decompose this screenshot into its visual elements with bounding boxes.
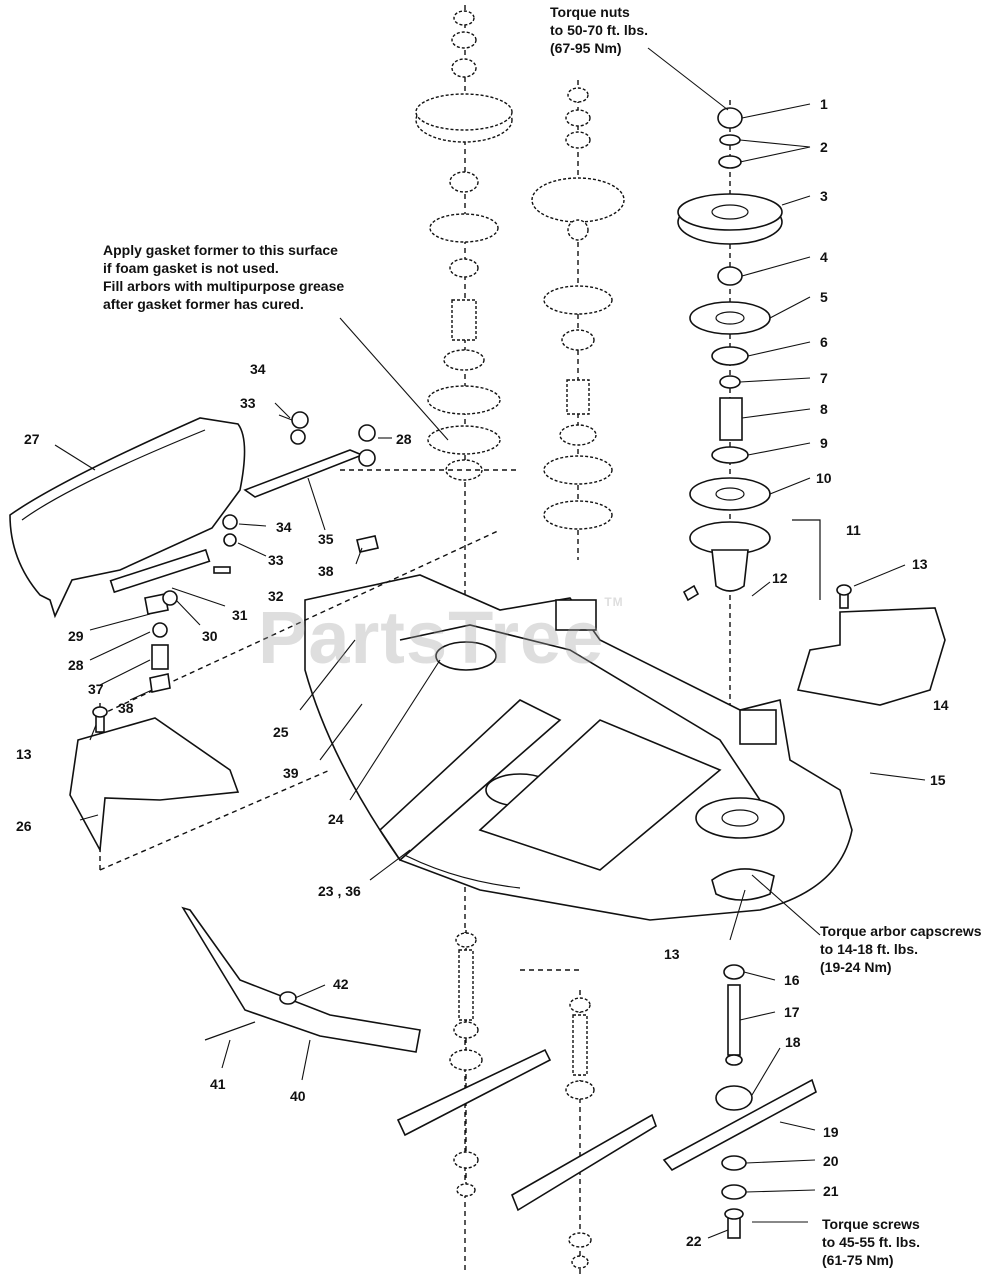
callout-4: 4 [820,249,828,265]
callout-35: 35 [318,531,334,547]
callout-20: 20 [823,1153,839,1169]
note-line: Apply gasket former to this surface [103,242,338,258]
callout-37: 37 [88,681,104,697]
callout-29: 29 [68,628,84,644]
callout-18: 18 [785,1034,801,1050]
callout-11: 11 [846,522,861,538]
callout-15: 15 [930,772,946,788]
right-spindle-assembly [677,100,783,760]
belt-guard-right [792,519,946,706]
watermark: PartsTreeTM [258,595,624,680]
callout-32: 32 [268,588,284,604]
callout-8: 8 [820,401,828,417]
callout-33: 33 [268,552,284,568]
callout-40: 40 [290,1088,306,1104]
callout-30: 30 [202,628,218,644]
callout-25: 25 [273,724,289,740]
callout-17: 17 [784,1004,800,1020]
note-line: Fill arbors with multipurpose grease [103,278,345,294]
callout-13: 13 [912,556,928,572]
callout-12: 12 [772,570,788,586]
callout-28: 28 [68,657,84,673]
callout-39: 39 [283,765,299,781]
callout-1: 1 [820,96,828,112]
deck-shell [99,469,853,971]
baffle [181,906,421,1053]
callout-19: 19 [823,1124,839,1140]
note-line: if foam gasket is not used. [103,260,279,276]
callout-33: 33 [240,395,256,411]
leader-lines [54,47,926,1239]
torque-nuts-note: Torque nuts to 50-70 ft. lbs. (67-95 Nm) [550,3,648,57]
callout-2: 2 [820,139,828,155]
note-line: (61-75 Nm) [822,1252,894,1268]
callout-3: 3 [820,188,828,204]
note-line: to 45-55 ft. lbs. [822,1234,921,1250]
watermark-text: PartsTree [258,596,605,679]
note-line: (19-24 Nm) [820,959,892,975]
belt-guard-left [69,706,240,853]
callout-16: 16 [784,972,800,988]
callout-13: 13 [664,946,680,962]
callout-6: 6 [820,334,828,350]
note-line: to 50-70 ft. lbs. [550,22,649,38]
callout-38: 38 [318,563,334,579]
callout-22: 22 [686,1233,702,1249]
middle-spindle-stack [531,80,625,560]
note-line: (67-95 Nm) [550,40,622,56]
callout-23-36: 23 , 36 [318,883,361,899]
note-line: Torque screws [822,1216,920,1232]
callout-10: 10 [816,470,832,486]
callout-34: 34 [276,519,292,535]
lower-blades [396,930,817,1275]
callout-14: 14 [933,697,949,713]
callout-42: 42 [333,976,349,992]
callout-13: 13 [16,746,32,762]
callout-21: 21 [823,1183,839,1199]
callout-27: 27 [24,431,40,447]
callout-34: 34 [250,361,266,377]
note-line: after gasket former has cured. [103,296,304,312]
callout-31: 31 [232,607,248,623]
discharge-chute [9,411,379,693]
left-spindle-stack [415,5,513,1270]
callout-7: 7 [820,370,828,386]
arbor-capscrews-note: Torque arbor capscrews to 14-18 ft. lbs.… [820,922,982,976]
note-line: Torque arbor capscrews [820,923,982,939]
note-line: Torque nuts [550,4,630,20]
callout-5: 5 [820,289,828,305]
callout-24: 24 [328,811,344,827]
note-line: to 14-18 ft. lbs. [820,941,919,957]
watermark-tm: TM [604,595,624,609]
gasket-note: Apply gasket former to this surface if f… [103,241,344,313]
callout-9: 9 [820,435,828,451]
callout-41: 41 [210,1076,226,1092]
callout-28: 28 [396,431,412,447]
callout-26: 26 [16,818,32,834]
callout-38: 38 [118,700,134,716]
torque-screws-note: Torque screws to 45-55 ft. lbs. (61-75 N… [822,1215,920,1269]
